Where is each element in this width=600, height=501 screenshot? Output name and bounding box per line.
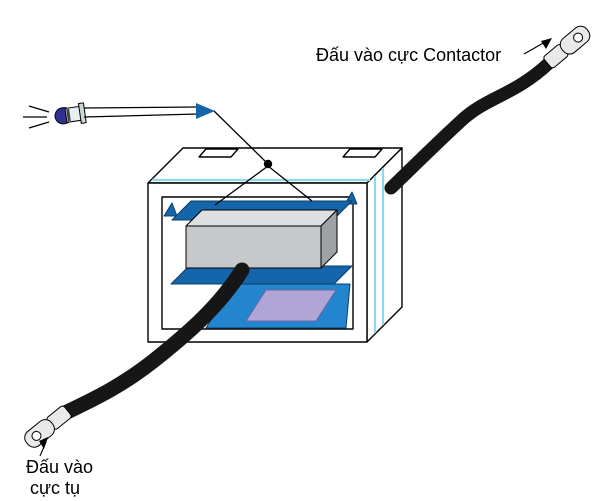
purple-module xyxy=(245,289,337,322)
resistor-block-front xyxy=(185,225,322,269)
mounting-plate-tab-left xyxy=(163,202,178,217)
light-ray xyxy=(28,121,50,129)
lug-hole xyxy=(31,430,42,441)
lug-hole xyxy=(573,32,584,43)
capacitor-cable-lug xyxy=(24,405,72,448)
enclosure-interior xyxy=(163,191,358,329)
plate-lead-right xyxy=(267,165,313,202)
sensor-lead-wire xyxy=(213,110,267,163)
resistor-block-top xyxy=(185,209,338,227)
indicator-led-assembly xyxy=(23,102,313,206)
diode-arrow xyxy=(196,103,215,119)
capacitor-leader-arrowhead xyxy=(39,437,48,449)
resistor-block xyxy=(185,209,338,269)
led-flange xyxy=(77,102,87,124)
contactor-terminal-label: Đấu vào cực Contactor xyxy=(316,45,501,65)
box-top-tab-right xyxy=(342,148,383,158)
contactor-cable-lug xyxy=(543,25,591,69)
capacitor-terminal-label-line2: cực tụ xyxy=(30,478,80,498)
box-top-tab-left xyxy=(198,148,239,158)
capacitor-terminal-label-line1: Đấu vào xyxy=(26,457,93,477)
shelf-plate xyxy=(170,265,353,285)
led-indicator xyxy=(54,102,87,125)
contactor-cable xyxy=(384,56,556,195)
plate-lead-left xyxy=(214,165,269,206)
led-wire-upper xyxy=(83,106,199,109)
led-band xyxy=(66,108,71,122)
wire-junction-dot xyxy=(263,159,273,169)
capacitor-cable xyxy=(59,262,250,420)
contactor-leader-line xyxy=(523,41,546,55)
led-wire-lower xyxy=(83,113,199,118)
contactor-leader-arrowhead xyxy=(541,38,552,49)
light-ray xyxy=(28,105,50,113)
light-rays-icon xyxy=(23,105,50,129)
